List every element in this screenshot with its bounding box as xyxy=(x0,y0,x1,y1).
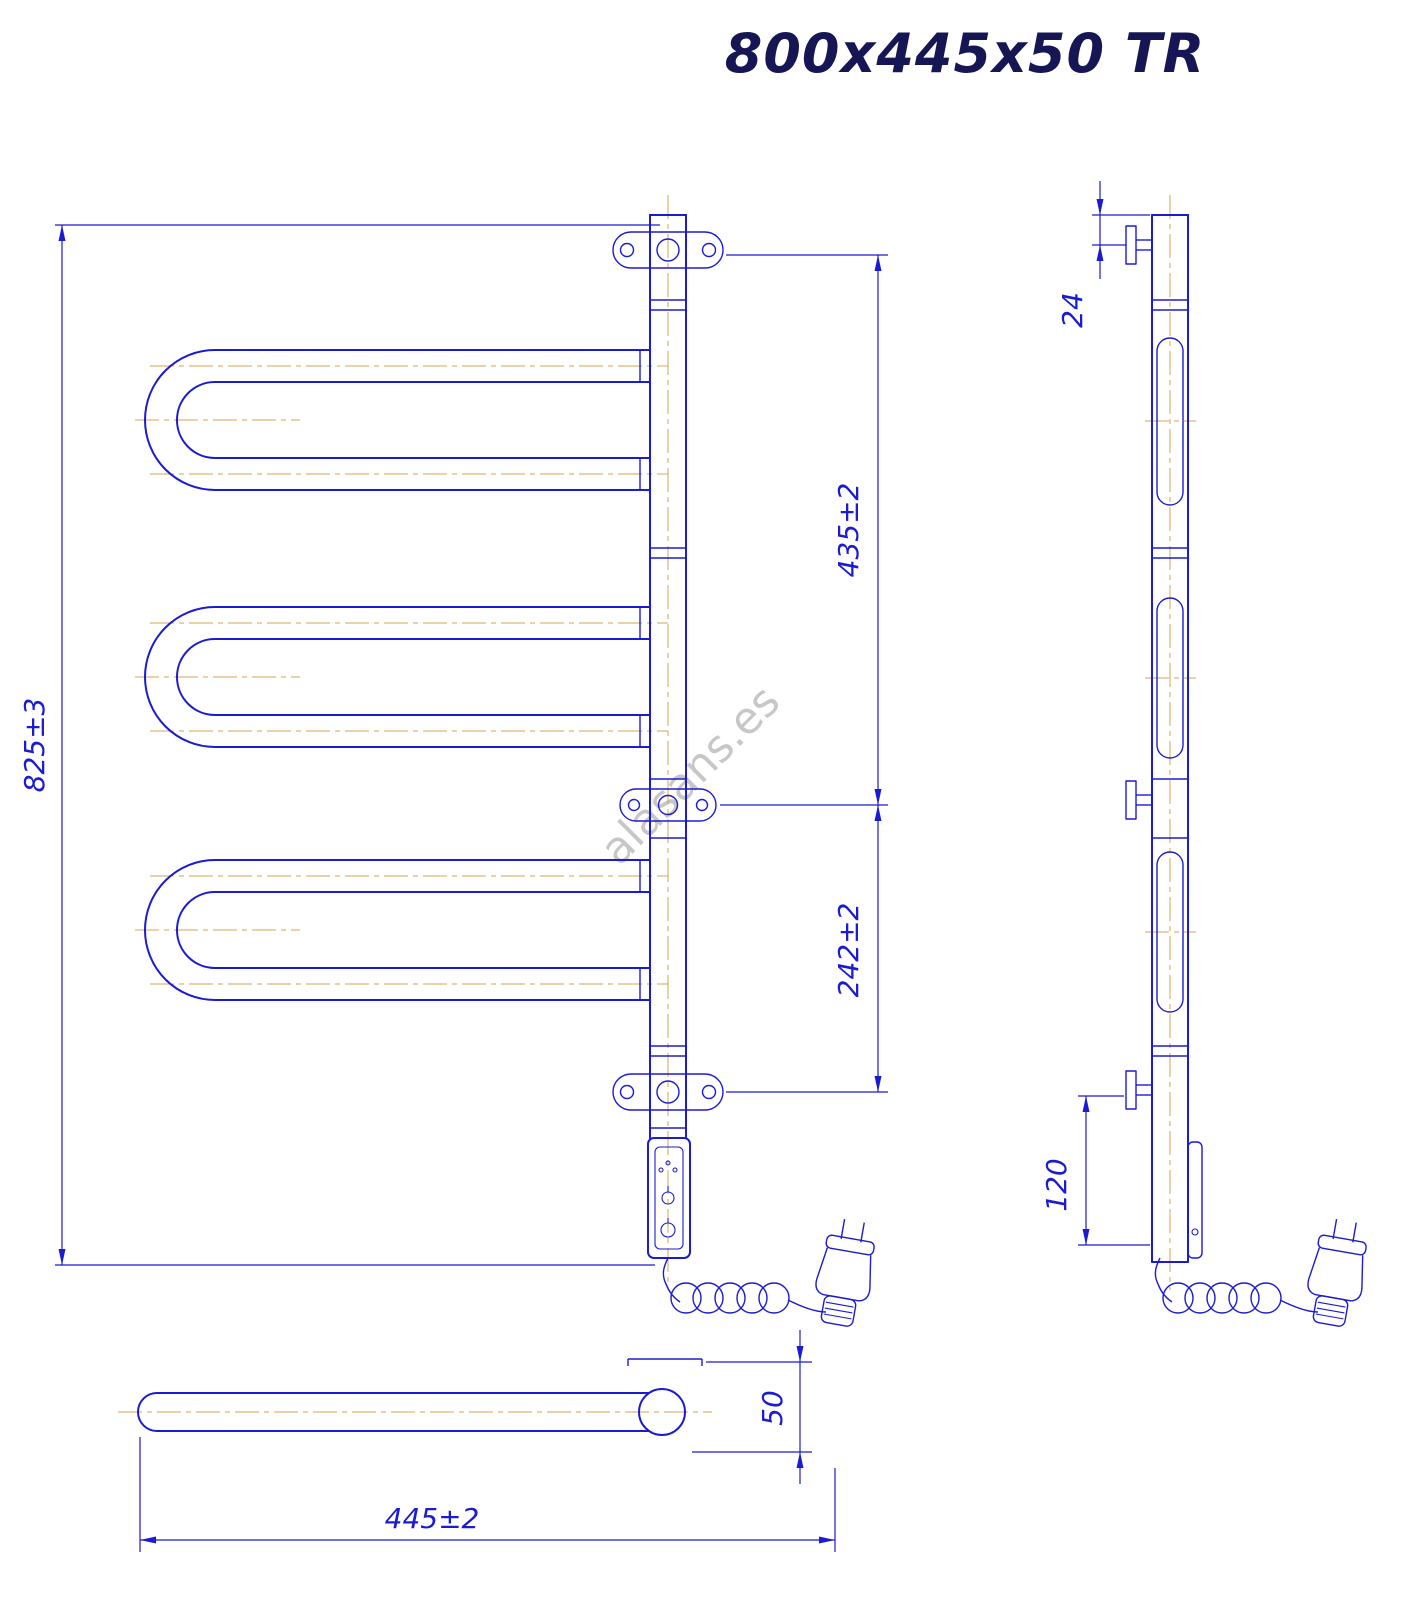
control-unit xyxy=(647,1137,691,1259)
top-view xyxy=(118,1358,712,1436)
power-cord-plug-front xyxy=(662,1215,882,1330)
side-view xyxy=(1125,195,1374,1330)
side-arm-slots xyxy=(1156,337,1184,1013)
watermark: alasans.es xyxy=(591,676,790,875)
dimensions: 825±3 435±2 242±2 24 xyxy=(18,181,1150,1552)
dim-depth: 50 xyxy=(692,1330,812,1484)
mounting-bracket-bottom xyxy=(612,1073,724,1111)
vertical-post xyxy=(649,214,687,1139)
dim-label-bottom-offset: 120 xyxy=(1040,1158,1073,1211)
dim-label-top-offset: 24 xyxy=(1056,292,1089,328)
mounting-bracket-top xyxy=(612,231,724,269)
dim-label-arm-width: 445±2 xyxy=(385,1502,480,1535)
dim-label-lower-span: 242±2 xyxy=(832,903,865,998)
side-bracket-bottom xyxy=(1125,1070,1152,1110)
top-view-arm xyxy=(137,1388,686,1436)
dim-upper-span: 435±2 xyxy=(720,254,888,806)
drawing-title: 800x445x50 TR xyxy=(725,22,1205,85)
front-view xyxy=(135,195,882,1330)
swivel-arm-1 xyxy=(144,349,651,491)
dim-arm-width: 445±2 xyxy=(139,1437,836,1552)
dim-label-upper-span: 435±2 xyxy=(832,483,865,578)
top-view-wall-plate xyxy=(627,1358,703,1366)
dim-top-offset: 24 xyxy=(1056,181,1150,328)
dim-overall-height: 825±3 xyxy=(18,224,660,1266)
side-control-unit xyxy=(1187,1141,1203,1259)
swivel-arm-3 xyxy=(144,859,651,1001)
side-bracket-middle xyxy=(1125,780,1152,820)
mounting-bracket-middle xyxy=(619,788,717,822)
dim-lower-span: 242±2 xyxy=(726,805,888,1093)
dim-label-depth: 50 xyxy=(756,1390,789,1426)
side-post xyxy=(1151,214,1189,1263)
dim-label-overall-height: 825±3 xyxy=(18,698,51,793)
front-centerlines xyxy=(135,195,669,1290)
dim-bottom-offset: 120 xyxy=(1040,1095,1150,1246)
side-bracket-top xyxy=(1125,225,1152,265)
swivel-arm-2 xyxy=(144,606,651,748)
